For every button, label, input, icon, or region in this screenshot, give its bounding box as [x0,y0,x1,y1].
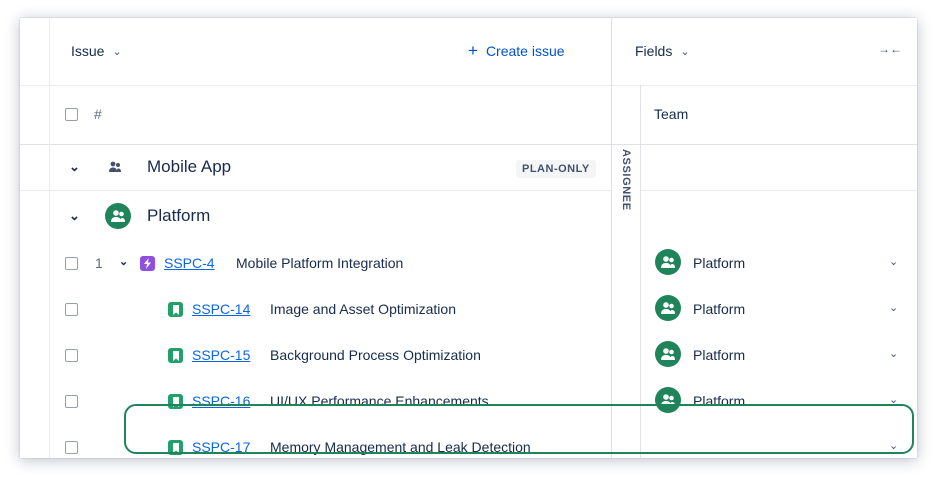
row-checkbox[interactable] [65,257,78,270]
issue-key-link[interactable]: SSPC-16 [192,393,251,409]
bookmark-icon [168,394,183,409]
chevron-down-icon[interactable]: ⌄ [119,256,129,268]
chevron-down-icon[interactable]: ⌄ [889,302,899,314]
pane-edge [49,18,50,458]
bookmark-icon [168,302,183,317]
team-column-label: Team [654,106,689,122]
chevron-down-icon[interactable]: ⌄ [889,394,899,406]
group-row-platform: ⌄ Platform [20,191,917,241]
create-issue-button[interactable]: + Create issue [468,41,565,60]
collapse-columns-icon[interactable]: →← [878,42,902,56]
table-header: Issue ⌄ + Create issue Fields ⌄ →← [20,18,917,85]
people-icon [655,387,681,413]
issue-label: Issue [71,43,105,59]
team-value: Platform [693,393,746,409]
issue-summary[interactable]: Memory Management and Leak Detection [270,439,531,455]
table-row[interactable]: SSPC-14 Image and Asset Optimization Pla… [20,287,917,333]
fields-label: Fields [635,43,673,59]
team-value: Platform [693,255,746,271]
lightning-icon [140,256,155,271]
row-checkbox[interactable] [65,441,78,454]
number-column-label: # [94,106,102,122]
table-row[interactable]: 1 ⌄ SSPC-4 Mobile Platform Integration P… [20,241,917,287]
people-icon [655,249,681,275]
row-checkbox[interactable] [65,395,78,408]
team-value: Platform [693,347,746,363]
chevron-down-icon[interactable]: ⌄ [69,208,80,223]
team-value: Platform [693,301,746,317]
fields-menu[interactable]: Fields ⌄ [635,43,690,59]
plan-only-badge: PLAN-ONLY [516,160,596,178]
issue-summary[interactable]: Image and Asset Optimization [270,301,456,317]
chevron-down-icon: ⌄ [680,45,690,58]
chevron-down-icon[interactable]: ⌄ [889,348,899,360]
issue-summary[interactable]: Background Process Optimization [270,347,481,363]
table-row[interactable]: SSPC-15 Background Process Optimization … [20,333,917,379]
issue-summary[interactable]: Mobile Platform Integration [236,255,404,271]
select-all-checkbox[interactable] [65,108,78,121]
issue-key-link[interactable]: SSPC-14 [192,301,251,317]
chevron-down-icon[interactable]: ⌄ [69,159,80,174]
table-row[interactable]: SSPC-16 UI/UX Performance Enhancements P… [20,379,917,425]
plan-table: Issue ⌄ + Create issue Fields ⌄ →← # Tea… [20,18,917,458]
people-icon [106,158,124,176]
column-divider[interactable] [611,18,612,458]
table-row[interactable]: SSPC-17 Memory Management and Leak Detec… [20,425,917,458]
row-checkbox[interactable] [65,349,78,362]
issue-key-link[interactable]: SSPC-4 [164,255,215,271]
chevron-down-icon[interactable]: ⌄ [889,256,899,268]
bookmark-icon [168,440,183,455]
issue-key-link[interactable]: SSPC-15 [192,347,251,363]
column-divider[interactable] [640,85,641,458]
group-row-mobile-app: ⌄ Mobile App PLAN-ONLY [20,145,917,191]
row-number: 1 [95,255,103,271]
people-icon [655,295,681,321]
issue-key-link[interactable]: SSPC-17 [192,439,251,455]
group-title: Mobile App [147,157,232,176]
chevron-down-icon: ⌄ [112,45,122,58]
row-checkbox[interactable] [65,303,78,316]
group-title: Platform [147,206,211,225]
plus-icon: + [468,41,478,60]
assignee-column-label: ASSIGNEE [620,149,632,211]
create-issue-label: Create issue [485,43,565,59]
chevron-down-icon[interactable]: ⌄ [889,440,899,452]
issue-column-menu[interactable]: Issue ⌄ [71,43,122,59]
bookmark-icon [168,348,183,363]
people-icon [105,203,131,229]
assignee-collapsed-column[interactable]: ASSIGNEE [612,145,640,458]
column-header-row: # Team [20,85,917,145]
people-icon [655,341,681,367]
issue-summary[interactable]: UI/UX Performance Enhancements [270,393,489,409]
